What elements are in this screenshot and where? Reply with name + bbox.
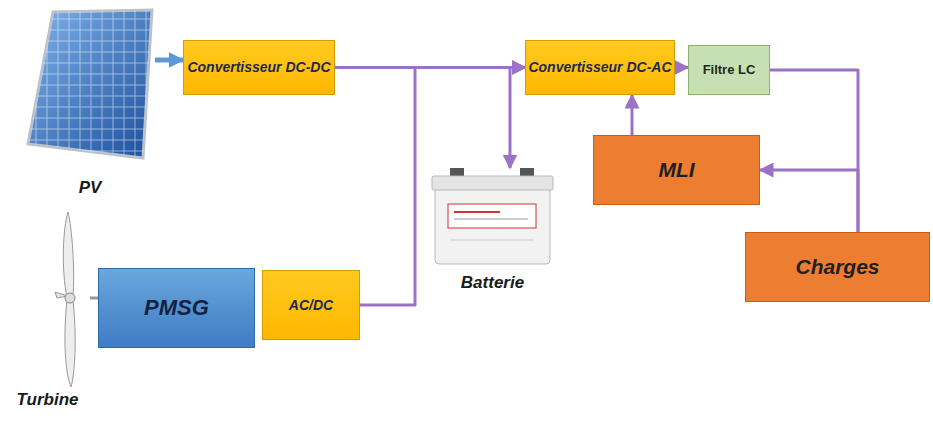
wind-turbine <box>5 208 90 390</box>
connector <box>770 70 858 232</box>
node-label: MLI <box>658 158 694 182</box>
pwm-box: MLI <box>593 135 760 205</box>
node-label: PMSG <box>144 295 209 320</box>
node-label: Charges <box>795 255 879 279</box>
connector <box>675 66 688 69</box>
filter-box: Filtre LC <box>688 45 770 95</box>
node-label: Convertisseur DC-DC <box>187 59 330 75</box>
connector <box>631 95 634 135</box>
solar-panel <box>25 8 155 163</box>
connector <box>760 170 858 232</box>
connector <box>155 58 183 63</box>
converter-box: Convertisseur DC-AC <box>525 40 675 95</box>
pv-panel: PV <box>25 8 155 198</box>
load-box: Charges <box>745 232 930 302</box>
node-label: Turbine <box>14 390 80 410</box>
wind-turbine: Turbine <box>5 208 90 410</box>
node-label: AC/DC <box>289 297 333 313</box>
rectifier-box: AC/DC <box>262 270 360 340</box>
node-label: PV <box>77 178 104 198</box>
battery-picture <box>430 168 555 268</box>
node-label: Convertisseur DC-AC <box>528 59 671 75</box>
battery: Batterie <box>430 168 555 293</box>
connector <box>90 297 98 300</box>
converter-box: Convertisseur DC-DC <box>183 40 335 95</box>
connector <box>510 68 525 169</box>
generator-box: PMSG <box>98 268 255 348</box>
node-label: Filtre LC <box>703 63 756 78</box>
node-label: Batterie <box>459 273 526 293</box>
